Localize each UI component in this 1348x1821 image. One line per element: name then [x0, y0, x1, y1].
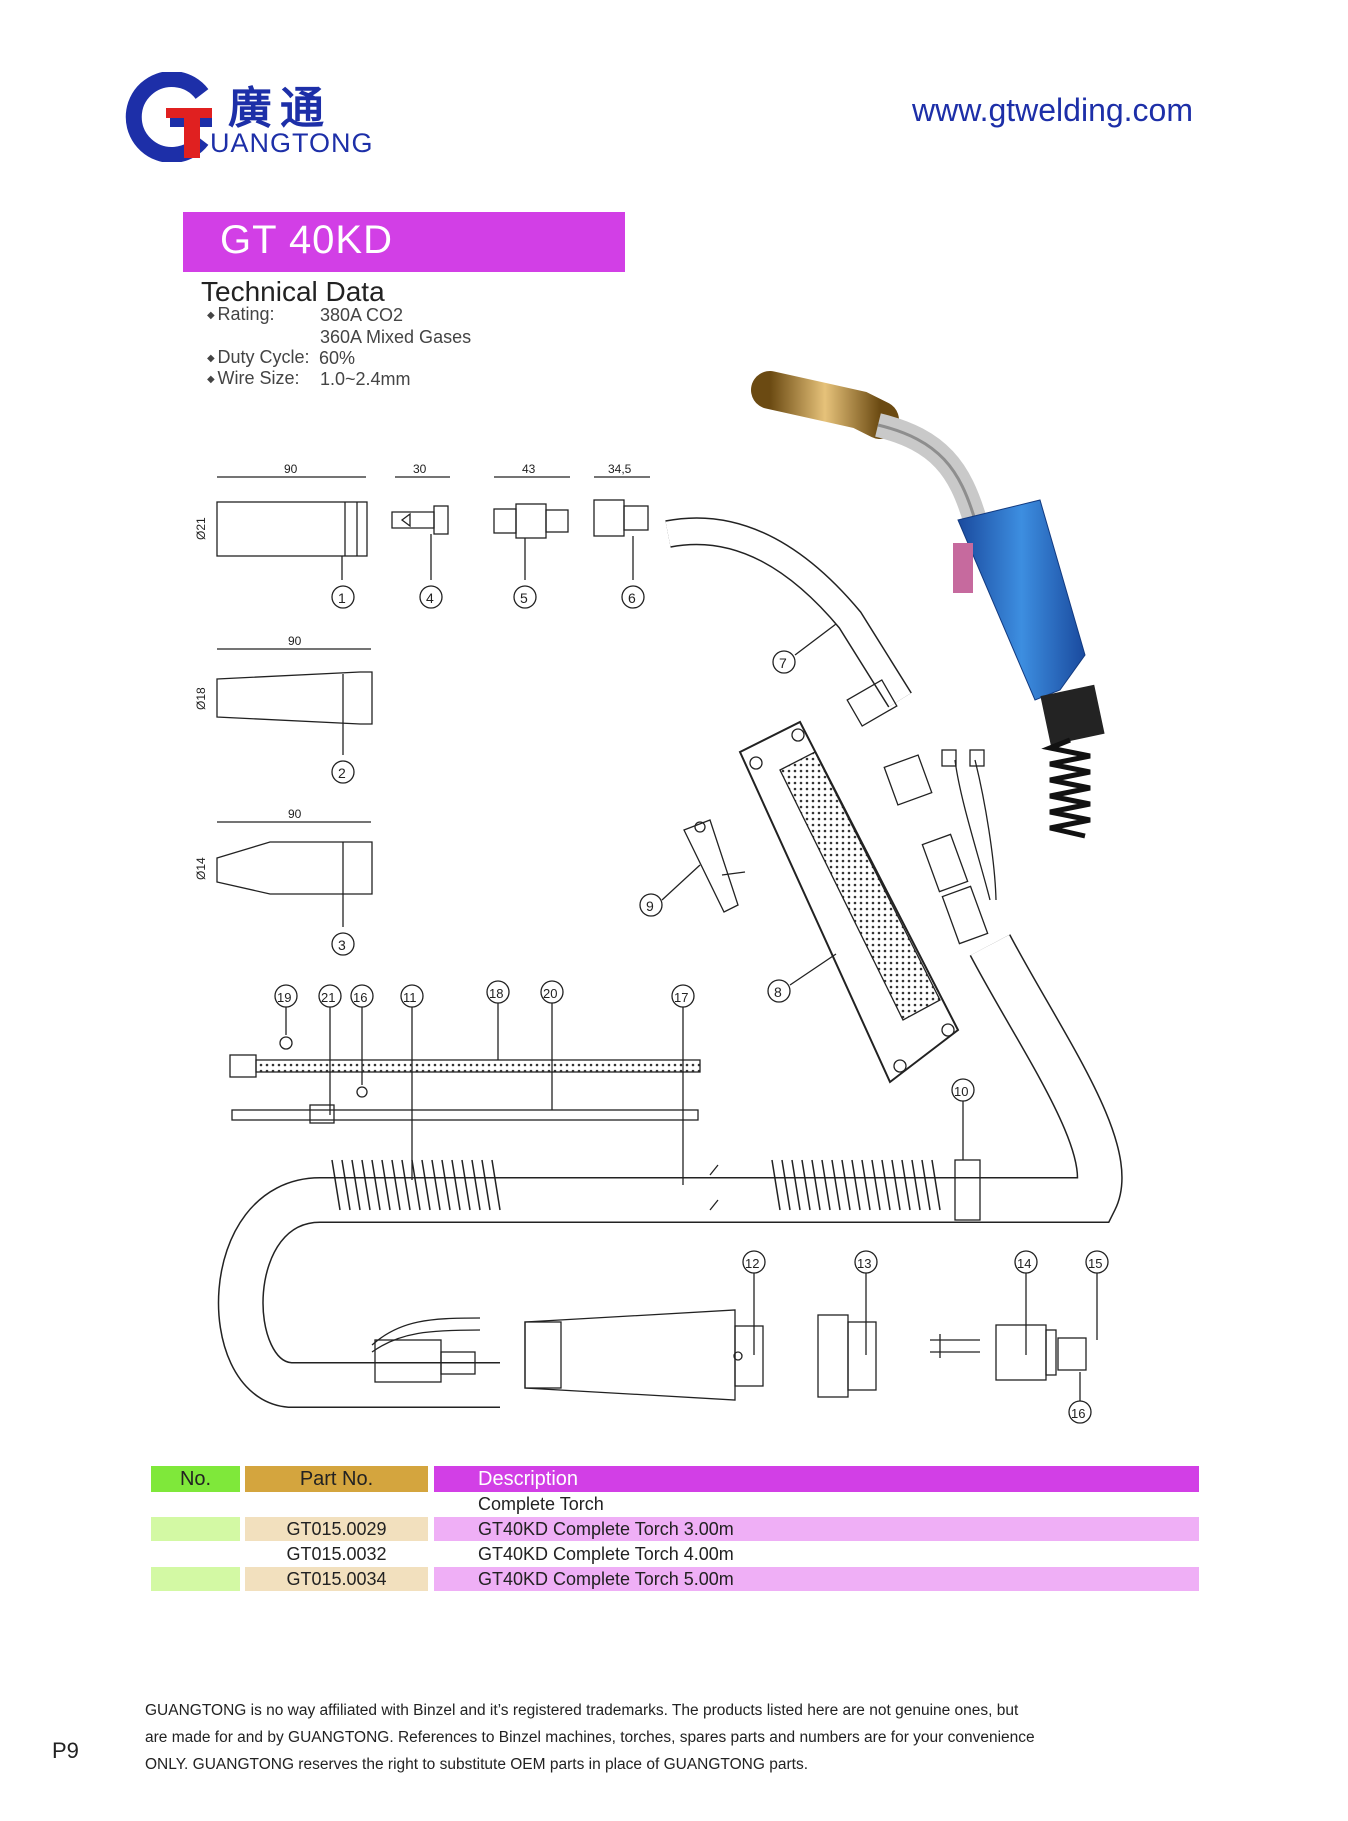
svg-text:7: 7 — [779, 655, 787, 671]
table-row-part-no: GT015.0034 — [245, 1567, 428, 1591]
svg-text:17: 17 — [674, 990, 688, 1005]
svg-text:Ø18: Ø18 — [194, 687, 208, 710]
table-row-description: GT40KD Complete Torch 5.00m — [434, 1567, 1199, 1591]
disclaimer: GUANGTONG is no way affiliated with Binz… — [145, 1697, 1205, 1778]
rating-value-1: 380A CO2 — [320, 305, 404, 325]
svg-text:Ø14: Ø14 — [194, 857, 208, 880]
svg-text:12: 12 — [745, 1256, 759, 1271]
table-header-description: Description — [434, 1466, 1199, 1492]
table-row-part-no — [245, 1492, 428, 1516]
svg-text:5: 5 — [520, 590, 528, 606]
svg-text:30: 30 — [413, 462, 427, 476]
svg-text:18: 18 — [489, 986, 503, 1001]
svg-text:8: 8 — [774, 984, 782, 1000]
svg-text:15: 15 — [1088, 1256, 1102, 1271]
table-row-no — [151, 1517, 240, 1541]
table-header-part-no: Part No. — [245, 1466, 428, 1492]
disclaimer-line: GUANGTONG is no way affiliated with Binz… — [145, 1702, 1019, 1719]
svg-text:3: 3 — [338, 937, 346, 953]
model-title: GT 40KD — [220, 218, 393, 262]
wire-size-value: 1.0~2.4mm — [320, 369, 411, 389]
rating-value-2: 360A Mixed Gases — [320, 327, 472, 347]
technical-data-heading: Technical Data — [201, 276, 385, 307]
disclaimer-line: are made for and by GUANGTONG. Reference… — [145, 1729, 1035, 1746]
table-row-no — [151, 1542, 240, 1566]
svg-text:43: 43 — [522, 462, 536, 476]
table-header-no: No. — [151, 1466, 240, 1492]
svg-text:2: 2 — [338, 765, 346, 781]
svg-text:9: 9 — [646, 898, 654, 914]
svg-text:16: 16 — [353, 990, 367, 1005]
table-row-description: GT40KD Complete Torch 3.00m — [434, 1517, 1199, 1541]
table-row-description: Complete Torch — [478, 1494, 604, 1514]
table-row-description: GT40KD Complete Torch 4.00m — [478, 1544, 734, 1564]
dim-90-a: 90 — [284, 462, 298, 476]
svg-text:14: 14 — [1017, 1256, 1031, 1271]
table-row-no — [151, 1567, 240, 1591]
exploded-parts-drawing: 90 Ø21 1 30 4 43 5 34,5 6 90 Ø18 2 90 Ø1… — [194, 371, 1123, 1424]
svg-text:1: 1 — [338, 590, 346, 606]
svg-text:34,5: 34,5 — [608, 462, 632, 476]
table-row-no — [151, 1492, 240, 1516]
svg-text:16: 16 — [1071, 1406, 1085, 1421]
website-link[interactable]: www.gtwelding.com — [912, 92, 1193, 128]
table-row-part-no: GT015.0032 — [286, 1544, 387, 1564]
svg-text:13: 13 — [857, 1256, 871, 1271]
svg-text:Ø21: Ø21 — [194, 517, 208, 540]
page-number: P9 — [52, 1738, 79, 1763]
rating-label: Rating: — [207, 304, 274, 325]
duty-cycle-value: 60% — [319, 348, 356, 368]
logo-english-name: UANGTONG — [210, 128, 374, 158]
wire-size-label: Wire Size: — [207, 368, 299, 389]
svg-text:90: 90 — [288, 807, 302, 821]
table-row-part-no: GT015.0029 — [245, 1517, 428, 1541]
model-banner — [183, 212, 625, 272]
svg-text:21: 21 — [321, 990, 335, 1005]
svg-text:6: 6 — [628, 590, 636, 606]
logo-chinese-name: 廣通 — [228, 83, 332, 134]
disclaimer-line: ONLY. GUANGTONG reserves the right to su… — [145, 1756, 808, 1773]
svg-text:90: 90 — [288, 634, 302, 648]
svg-text:10: 10 — [954, 1084, 968, 1099]
svg-text:20: 20 — [543, 986, 557, 1001]
guangtong-logo-mark — [125, 72, 212, 162]
svg-text:11: 11 — [403, 990, 417, 1005]
svg-text:19: 19 — [277, 990, 291, 1005]
duty-cycle-label: Duty Cycle: — [207, 347, 309, 368]
svg-text:4: 4 — [426, 590, 434, 606]
